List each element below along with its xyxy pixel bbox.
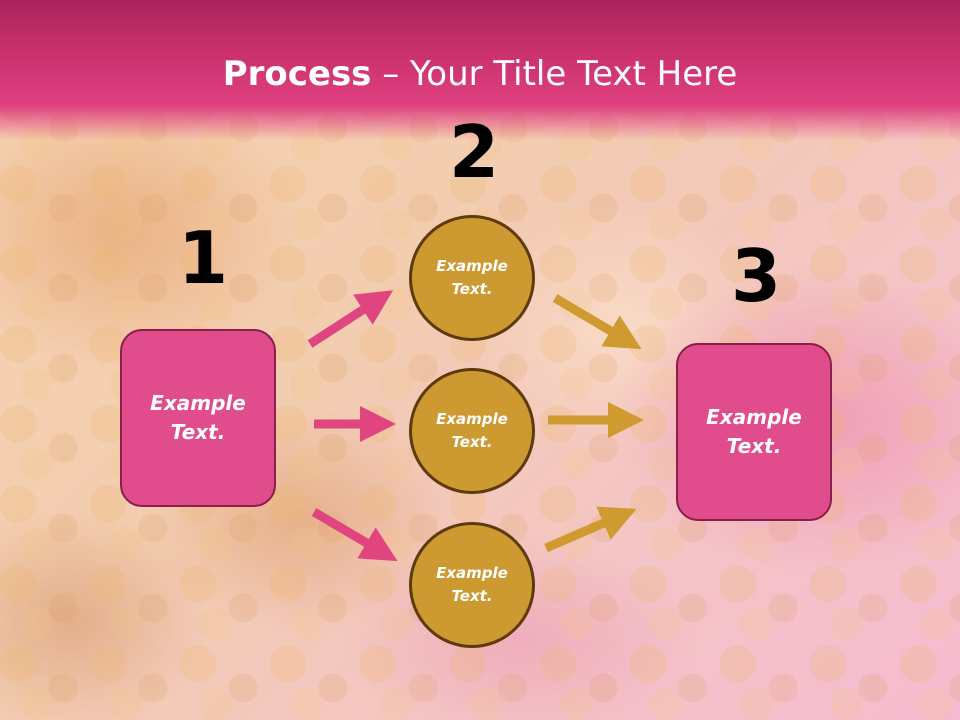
- circle-middle[interactable]: Example Text.: [409, 368, 535, 494]
- circle-bottom[interactable]: Example Text.: [409, 522, 535, 648]
- circle-top[interactable]: Example Text.: [409, 215, 535, 341]
- title-banner: [0, 0, 960, 140]
- title-rest-part: – Your Title Text Here: [371, 54, 738, 94]
- step-number-1: 1: [178, 216, 229, 300]
- title-bold-part: Process: [222, 54, 372, 94]
- arrow-gold-down: [552, 294, 642, 350]
- arrow-gold-up: [544, 506, 637, 553]
- arrow-pink-up: [307, 290, 394, 348]
- slide-title[interactable]: Process – Your Title Text Here: [0, 52, 960, 96]
- step-number-2: 2: [449, 110, 500, 194]
- left-text-box[interactable]: Example Text.: [120, 329, 276, 507]
- step-number-3: 3: [731, 234, 782, 318]
- arrow-pink-down: [311, 508, 398, 562]
- right-text-box[interactable]: Example Text.: [676, 343, 832, 521]
